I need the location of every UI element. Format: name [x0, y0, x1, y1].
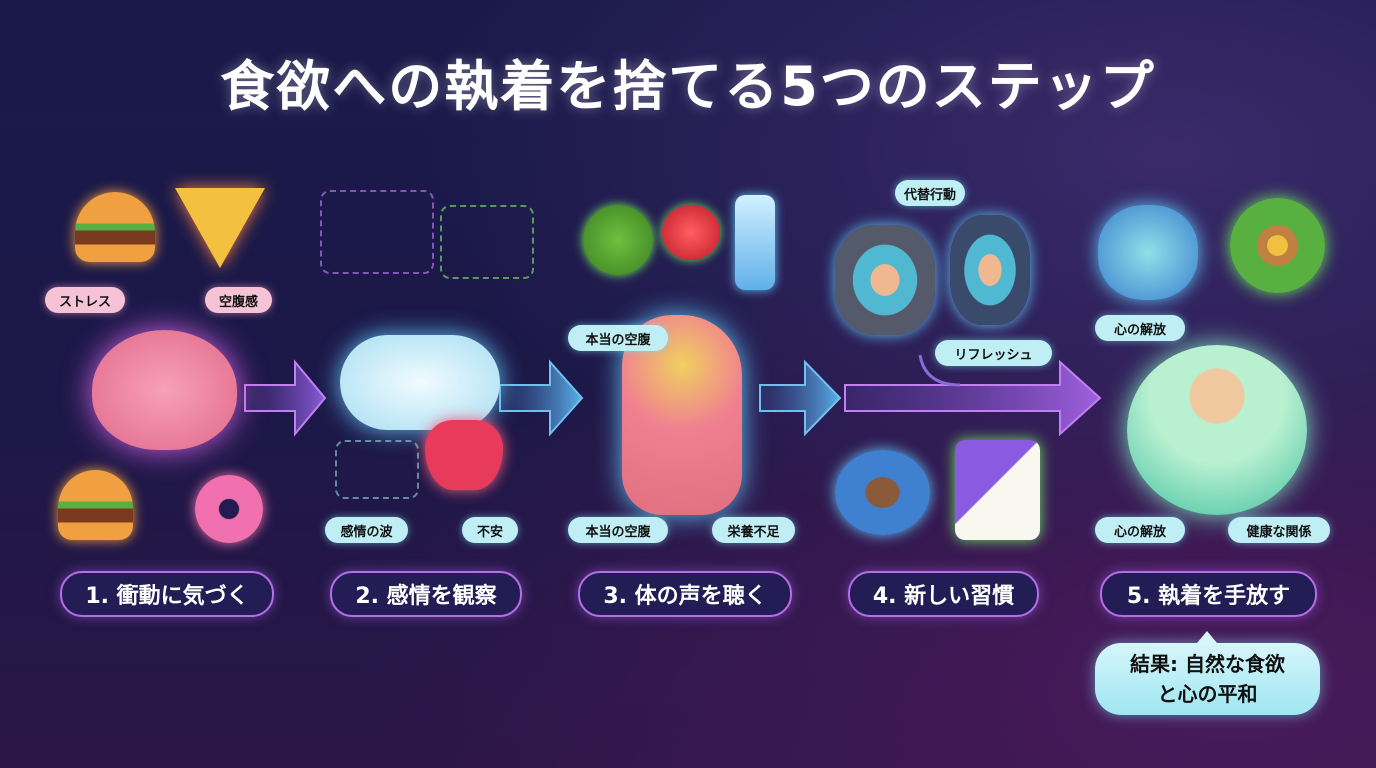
donut-icon — [195, 475, 263, 543]
step-4-label: 4. 新しい習慣 — [848, 571, 1039, 617]
burger-icon — [75, 192, 155, 262]
result-bubble: 結果: 自然な食欲 と心の平和 — [1095, 631, 1320, 715]
tag-alternative-action: 代替行動 — [895, 180, 965, 206]
arrow-curve — [918, 354, 961, 387]
tag-true-hunger: 本当の空腹 — [568, 325, 668, 351]
cloud-icon — [340, 335, 500, 430]
tag-mind-release: 心の解放 — [1095, 517, 1185, 543]
result-line-2: と心の平和 — [1157, 682, 1258, 706]
tag-healthy-relationship: 健康な関係 — [1228, 517, 1330, 543]
painting-icon — [955, 440, 1040, 540]
arrow-1 — [244, 359, 327, 437]
pizza-icon — [175, 188, 265, 268]
molecule-icon — [440, 205, 534, 279]
tag-anxiety: 不安 — [462, 517, 518, 543]
tag-stress: ストレス — [45, 287, 125, 313]
tag-true-hunger: 本当の空腹 — [568, 517, 668, 543]
arrow-3 — [759, 359, 842, 437]
healthy-plate-icon — [1230, 198, 1325, 293]
meditation-icon — [835, 225, 935, 335]
step-5-label: 5. 執着を手放す — [1100, 571, 1317, 617]
arrow-4 — [844, 359, 1102, 437]
burger-icon — [58, 470, 133, 540]
tag-hunger: 空腹感 — [205, 287, 272, 313]
tag-emotion-wave: 感情の波 — [325, 517, 408, 543]
arrow-2 — [499, 359, 584, 437]
tag-refresh: リフレッシュ — [935, 340, 1052, 366]
broccoli-icon — [583, 205, 653, 275]
apple-icon — [662, 205, 720, 260]
page-title: 食欲への執着を捨てる5つのステップ — [220, 55, 1156, 118]
happy-person-icon — [1127, 345, 1307, 515]
result-line-1: 結果: 自然な食欲 — [1130, 652, 1285, 676]
tag-mind-release: 心の解放 — [1095, 315, 1185, 341]
step-1-label: 1. 衝動に気づく — [60, 571, 274, 617]
step-2-label: 2. 感情を観察 — [330, 571, 522, 617]
step-3-label: 3. 体の声を聴く — [578, 571, 792, 617]
tag-malnutrition: 栄養不足 — [712, 517, 795, 543]
brain-icon — [92, 330, 237, 450]
calm-brain-icon — [1098, 205, 1198, 300]
heart-icon — [425, 420, 503, 490]
running-icon — [950, 215, 1030, 325]
molecule-icon — [335, 440, 419, 499]
molecule-icon — [320, 190, 434, 274]
sleeping-icon — [835, 450, 930, 535]
water-bottle-icon — [735, 195, 775, 290]
